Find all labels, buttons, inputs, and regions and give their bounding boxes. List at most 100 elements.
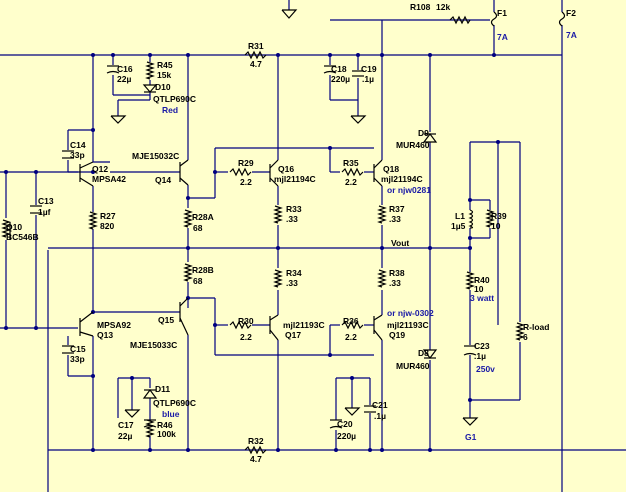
label-c17: C17 <box>118 420 134 430</box>
ground-icon <box>110 9 479 426</box>
value-q16: mjl21194C <box>274 174 316 184</box>
label-q15: Q15 <box>158 315 174 325</box>
label-mpsa92: MPSA92 <box>97 320 131 330</box>
value-r28b: 68 <box>193 276 203 286</box>
value-c16: 22µ <box>117 74 131 84</box>
label-r34: R34 <box>286 268 302 278</box>
capacitor-icon <box>30 65 477 429</box>
label-r32: R32 <box>248 436 264 446</box>
label-c13: C13 <box>38 196 54 206</box>
value-r27: 820 <box>100 221 114 231</box>
label-q10: Q10 <box>6 222 22 232</box>
note-d11: blue <box>162 409 180 419</box>
value-c18: 220µ <box>331 74 350 84</box>
inductor-icon <box>468 209 474 229</box>
value-d9: MUR460 <box>396 140 430 150</box>
value-f1: 7A <box>497 32 508 42</box>
component-labels: R108 12k F1 7A F2 7A R31 4.7 C16 22µ R45… <box>6 2 577 464</box>
value-r34: .33 <box>286 278 298 288</box>
label-q14: Q14 <box>155 175 171 185</box>
label-d10: D10 <box>155 82 171 92</box>
label-c23: C23 <box>474 341 490 351</box>
note-r40: 3 watt <box>470 293 494 303</box>
value-r37: .33 <box>389 214 401 224</box>
value-c17: 22µ <box>118 431 132 441</box>
label-c16: C16 <box>117 64 133 74</box>
label-r40: R40 <box>474 275 490 285</box>
note-c23: 250v <box>476 364 495 374</box>
label-r39: R39 <box>491 211 507 221</box>
label-r30: R30 <box>238 316 254 326</box>
value-r36: 2.2 <box>345 332 357 342</box>
value-r45: 15k <box>157 70 171 80</box>
label-r28a: R28A <box>192 212 214 222</box>
label-f1: F1 <box>497 8 507 18</box>
value-d11: QTLP690C <box>153 398 196 408</box>
label-q13: Q13 <box>97 330 113 340</box>
value-r30: 2.2 <box>240 332 252 342</box>
label-d8: D8 <box>418 348 429 358</box>
label-c18: C18 <box>331 64 347 74</box>
label-r36: R36 <box>343 316 359 326</box>
label-rload: R-load <box>523 322 549 332</box>
junctions <box>4 53 500 452</box>
label-r46: R46 <box>157 420 173 430</box>
value-r35: 2.2 <box>345 177 357 187</box>
part-q15: MJE15033C <box>130 340 177 350</box>
label-d11: D11 <box>155 384 170 394</box>
value-c20: 220µ <box>337 431 356 441</box>
value-f2: 7A <box>566 30 577 40</box>
value-r31: 4.7 <box>250 59 262 69</box>
label-q12: Q12 <box>92 164 108 174</box>
value-c23: .1µ <box>474 351 486 361</box>
value-c13: 1µf <box>38 207 51 217</box>
label-c20: C20 <box>337 419 353 429</box>
label-q17: Q17 <box>285 330 301 340</box>
label-r37: R37 <box>389 204 405 214</box>
label-vout: Vout <box>391 238 409 248</box>
value-r28a: 68 <box>193 223 203 233</box>
label-g1: G1 <box>465 432 477 442</box>
value-d8: MUR460 <box>396 361 430 371</box>
label-d9: D9 <box>418 128 429 138</box>
label-q16: Q16 <box>278 164 294 174</box>
note-q18: or njw0281 <box>387 185 431 195</box>
label-c21: C21 <box>372 400 388 410</box>
value-c15: 33p <box>70 354 85 364</box>
value-r108: 12k <box>436 2 450 12</box>
value-rload: 6 <box>523 332 528 342</box>
note-q19: or njw-0302 <box>387 308 434 318</box>
label-r29: R29 <box>238 158 254 168</box>
label-c14: C14 <box>70 140 86 150</box>
resistor-icon <box>2 15 524 455</box>
label-f2: F2 <box>566 8 576 18</box>
value-r40: 10 <box>474 284 484 294</box>
label-r27: R27 <box>100 211 116 221</box>
value-q18: mjl21194C <box>381 174 423 184</box>
note-d10: Red <box>162 105 178 115</box>
label-c19: C19 <box>361 64 377 74</box>
value-r46: 100k <box>157 429 176 439</box>
value-r38: .33 <box>389 278 401 288</box>
value-c14: 33p <box>70 150 85 160</box>
label-r31: R31 <box>248 41 264 51</box>
label-r28b: R28B <box>192 265 214 275</box>
label-r108: R108 <box>410 2 431 12</box>
transistor-icon <box>9 159 383 341</box>
label-r35: R35 <box>343 158 359 168</box>
value-r39: 10 <box>491 221 501 231</box>
value-q10: BC546B <box>6 232 39 242</box>
label-q19: Q19 <box>389 330 405 340</box>
value-r32: 4.7 <box>250 454 262 464</box>
value-l1: 1µ5 <box>451 221 466 231</box>
value-c21: .1µ <box>374 411 386 421</box>
value-c19: .1µ <box>362 74 374 84</box>
label-r33: R33 <box>286 204 302 214</box>
value-r33: .33 <box>286 214 298 224</box>
part-q14: MJE15032C <box>132 151 179 161</box>
components <box>2 9 566 455</box>
label-q18: Q18 <box>383 164 399 174</box>
label-l1: L1 <box>455 211 465 221</box>
